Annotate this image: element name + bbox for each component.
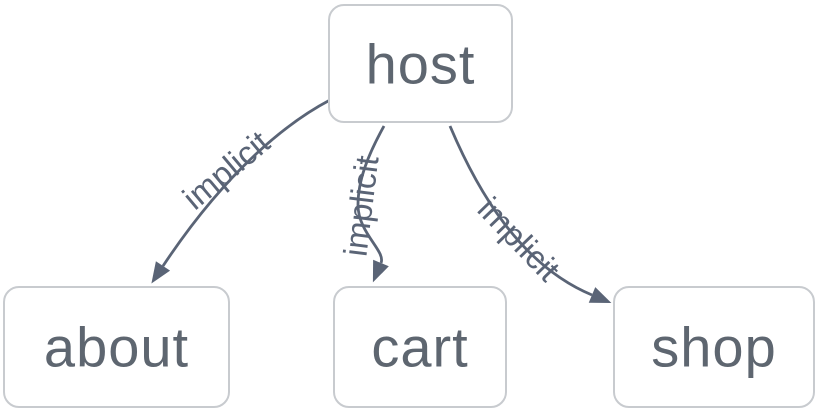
node-shop[interactable]: shop xyxy=(613,286,815,408)
arrowhead-host-shop xyxy=(588,287,612,303)
edge-host-about: implicit xyxy=(151,98,331,284)
arrowhead-host-about xyxy=(151,261,171,284)
node-about-label: about xyxy=(44,316,189,379)
node-cart-label: cart xyxy=(371,316,468,379)
edge-path-host-cart xyxy=(356,125,386,264)
node-host-label: host xyxy=(366,33,476,96)
edge-path-host-about xyxy=(161,98,331,267)
edge-host-cart: implicit xyxy=(336,125,389,283)
node-cart[interactable]: cart xyxy=(333,286,507,408)
node-shop-box xyxy=(613,286,815,408)
node-about[interactable]: about xyxy=(3,286,230,408)
node-host-box xyxy=(328,4,513,123)
node-shop-label: shop xyxy=(651,316,776,379)
node-about-box xyxy=(3,286,230,408)
edge-path-host-shop xyxy=(448,125,593,297)
edge-label-host-about: implicit xyxy=(175,123,276,216)
node-cart-box xyxy=(333,286,507,408)
edge-label-host-cart: implicit xyxy=(336,154,385,259)
edge-host-shop: implicit xyxy=(448,125,612,303)
arrowhead-host-cart xyxy=(372,259,389,283)
node-host[interactable]: host xyxy=(328,4,513,123)
edge-label-host-shop: implicit xyxy=(471,190,568,288)
